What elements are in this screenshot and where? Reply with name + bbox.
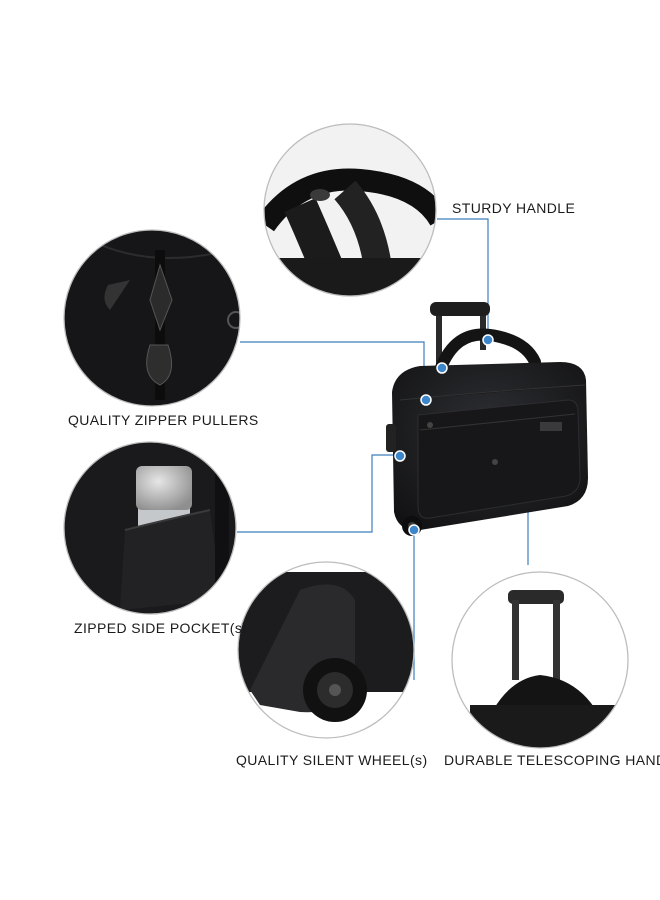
handle-closeup — [263, 123, 437, 297]
callout-line-handle — [437, 218, 489, 340]
label-telescoping-handle: DURABLE TELESCOPING HANDLE — [444, 752, 660, 768]
rolling-laptop-bag — [386, 302, 588, 536]
callout-line-pocket — [237, 454, 399, 533]
pocket-closeup — [63, 441, 237, 615]
marker-dot-wheel — [408, 524, 420, 536]
label-zipper-pullers: QUALITY ZIPPER PULLERS — [68, 412, 259, 428]
marker-dot-handle — [482, 334, 494, 346]
label-sturdy-handle: STURDY HANDLE — [452, 200, 576, 216]
marker-dot-pocket — [394, 450, 406, 462]
label-silent-wheel: QUALITY SILENT WHEEL(s) — [236, 752, 428, 768]
marker-dot-zipper — [420, 394, 432, 406]
zipper-closeup — [63, 229, 241, 407]
telescoping-handle-closeup — [451, 571, 629, 749]
label-side-pocket: ZIPPED SIDE POCKET(s) — [74, 620, 248, 636]
wheel-closeup — [237, 561, 415, 739]
marker-dot-top — [436, 362, 448, 374]
feature-markers — [394, 334, 494, 536]
